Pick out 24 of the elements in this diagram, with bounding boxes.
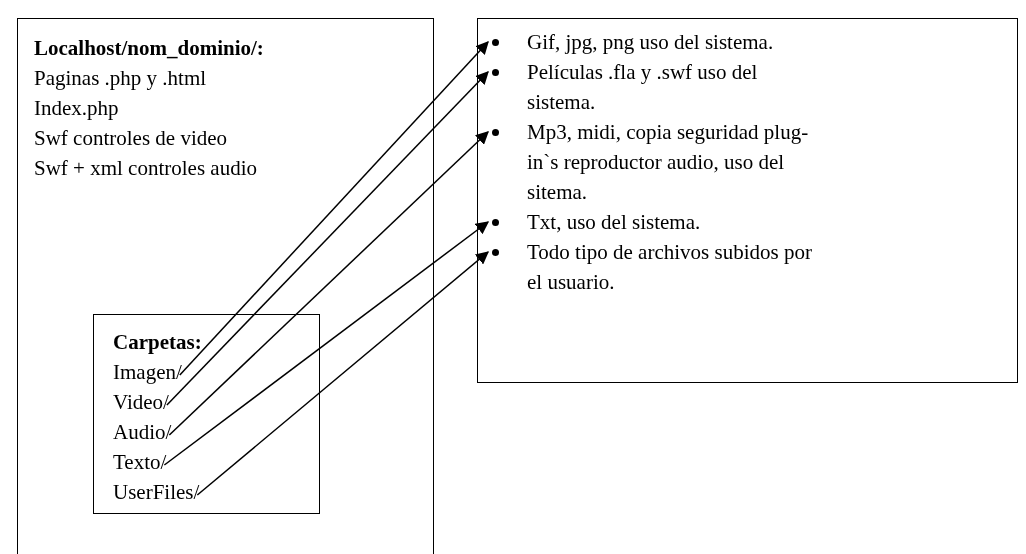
folder-name: Imagen/ [113, 357, 182, 387]
file-entry: Index.php [34, 95, 119, 122]
panel-heading: Localhost/nom_dominio/: [34, 35, 264, 62]
list-item: Todo tipo de archivos subidos por el usuario. [527, 239, 813, 296]
box-heading: Carpetas: [113, 329, 202, 356]
description-panel [477, 18, 1018, 383]
list-item: Películas .fla y .swf uso del sistema. [527, 59, 759, 116]
file-entry: Swf controles de video [34, 125, 228, 152]
folder-name: Video/ [113, 387, 169, 417]
list-item: Mp3, midi, copia seguridad plug-in`s reproductor audio, uso del sitema. [527, 119, 810, 206]
folder-name: Audio/ [113, 417, 172, 447]
arrow [179, 41, 489, 376]
folder-name: Texto/ [113, 447, 167, 477]
file-entry: Paginas .php y .html [34, 65, 207, 92]
arrow [168, 131, 489, 436]
arrow [196, 251, 489, 496]
folder-name: UserFiles/ [113, 477, 200, 507]
folder-panel [17, 18, 434, 554]
arrow [163, 221, 490, 466]
list-item: Gif, jpg, png uso del sistema. [527, 29, 775, 56]
list-item: Txt, uso del sistema. [527, 209, 702, 236]
subfolder-box [93, 314, 320, 514]
arrow [166, 71, 489, 406]
file-entry: Swf + xml controles audio [34, 155, 257, 182]
